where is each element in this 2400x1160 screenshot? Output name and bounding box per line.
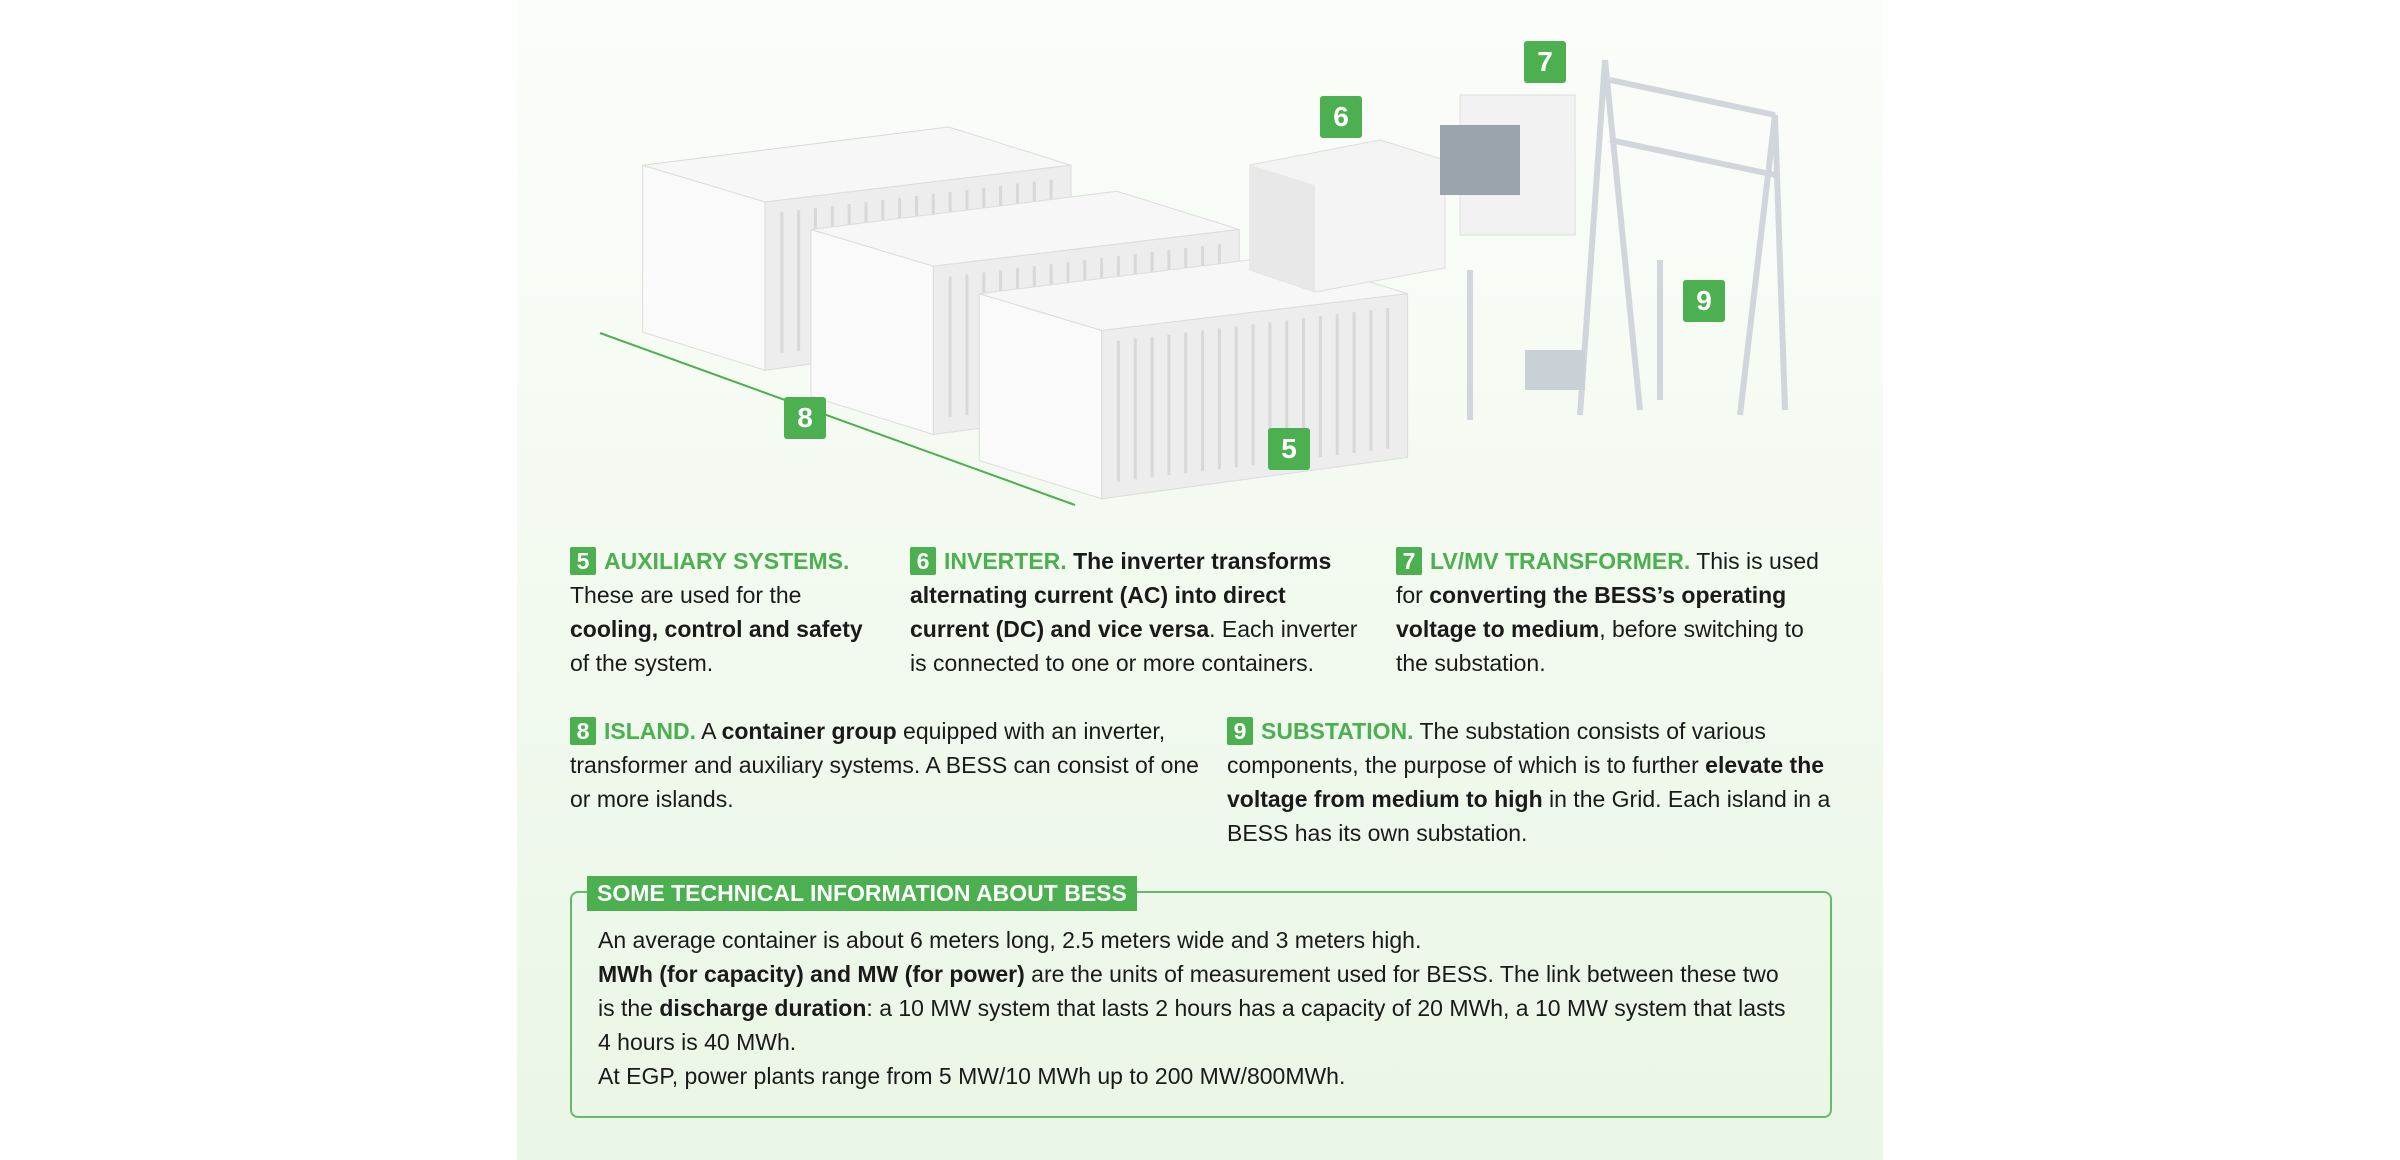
technical-info-box [570,891,1832,1118]
tech-line: MWh (for capacity) and MW (for power) ar… [598,957,1798,1059]
substation-structure [1467,59,1788,420]
tech-line: An average container is about 6 meters l… [598,927,1422,953]
item-number: 8 [570,717,596,745]
tech-line: At EGP, power plants range from 5 MW/10 … [598,1063,1346,1089]
item-number: 9 [1227,717,1253,745]
battery-container [978,255,1409,500]
item-title: INVERTER. [944,548,1067,574]
inverter-cabinet [1249,139,1446,293]
item-title: SUBSTATION. [1261,718,1414,744]
island-dimension-line [599,332,1076,506]
item-text: This is used for [1396,548,1819,608]
item-bold: elevate the voltage from medium to high [1227,752,1825,812]
item-text: equipped with an inverter, transformer a… [570,718,1199,812]
tech-text: are the units of measurement used for BE… [598,961,1779,1021]
transformer [1440,94,1576,236]
item-inverter: 6 INVERTER. The inverter transforms alter… [910,544,1360,680]
item-bold: The inverter transforms alternating curr… [910,548,1332,642]
item-text: in the Grid. Each island in a BESS has i… [1227,786,1831,846]
bess-illustration [599,59,1788,506]
technical-info-text: An average container is about 6 meters l… [598,923,1798,1093]
item-title: ISLAND. [604,718,696,744]
marker-7: 7 [1524,41,1566,83]
item-text: , before switching to the substation. [1396,616,1804,676]
tech-text: : a 10 MW system that lasts 2 hours has … [598,995,1786,1055]
item-auxiliary-systems: 5 AUXILIARY SYSTEMS. These are used for t… [570,544,880,680]
item-text: of the system. [570,650,714,676]
marker-5: 5 [1268,428,1310,470]
battery-containers [642,126,1409,500]
tech-bold: discharge duration [659,995,867,1021]
item-number: 5 [570,547,596,575]
marker-9: 9 [1683,280,1725,322]
item-substation: 9 SUBSTATION. The substation consists of … [1227,714,1847,850]
tech-bold: MWh (for capacity) and MW (for power) [598,961,1025,987]
item-title: AUXILIARY SYSTEMS. [604,548,850,574]
item-text: The substation consists of various compo… [1227,718,1766,778]
item-bold: converting the BESS’s operating voltage … [1396,582,1787,642]
item-bold: cooling, control and safety [570,616,863,642]
item-bold: container group [721,718,897,744]
item-title: LV/MV TRANSFORMER. [1430,548,1691,574]
technical-info-label: SOME TECHNICAL INFORMATION ABOUT BESS [587,876,1137,911]
marker-6: 6 [1320,96,1362,138]
item-transformer: 7 LV/MV TRANSFORMER. This is used for con… [1396,544,1836,680]
item-text: A [696,718,722,744]
item-text: These are used for the [570,582,802,608]
marker-8: 8 [784,397,826,439]
item-number: 7 [1396,547,1422,575]
item-text: . Each inverter is connected to one or m… [910,616,1358,676]
item-island: 8 ISLAND. A container group equipped with… [570,714,1200,816]
item-number: 6 [910,547,936,575]
